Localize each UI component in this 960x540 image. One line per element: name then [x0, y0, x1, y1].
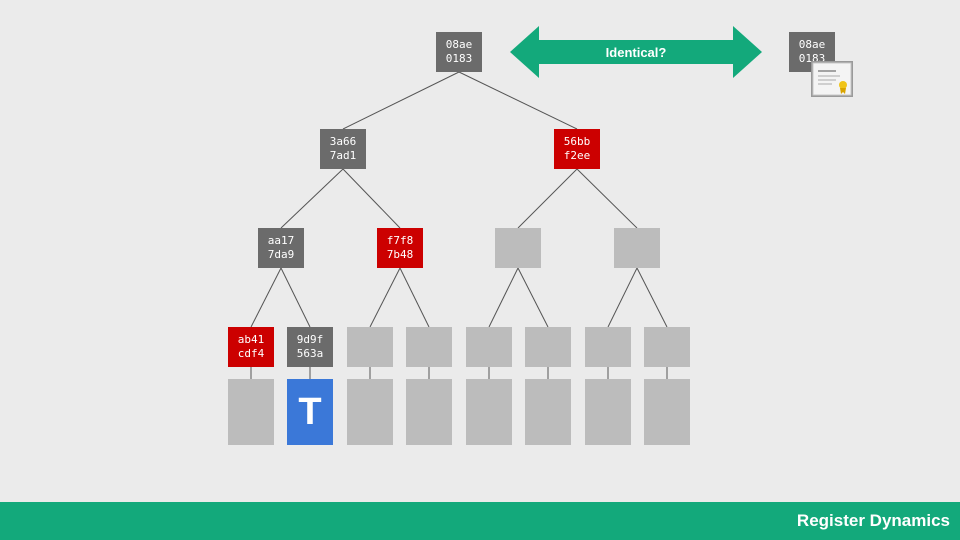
edge: [488, 267, 519, 328]
edge: [399, 267, 430, 328]
empty-hash-node: [347, 327, 393, 367]
hash-line: f7f8: [386, 234, 414, 247]
edge: [636, 267, 668, 328]
edge: [342, 71, 460, 130]
hash-node-ab41: ab41 cdf4: [228, 327, 274, 367]
footer-bar: Register Dynamics: [0, 502, 960, 540]
data-leaf: [585, 379, 631, 445]
hash-line: 0183: [445, 52, 473, 65]
empty-hash-node: [406, 327, 452, 367]
hash-line: 56bb: [563, 135, 591, 148]
data-leaf: [525, 379, 571, 445]
edge: [607, 267, 638, 328]
data-leaf: [347, 379, 393, 445]
edge: [576, 168, 638, 229]
hash-line: 7da9: [267, 248, 295, 261]
data-leaf: [228, 379, 274, 445]
hash-line: f2ee: [563, 149, 591, 162]
hash-line: 7b48: [386, 248, 414, 261]
edge: [280, 267, 311, 328]
edge: [342, 168, 401, 229]
empty-hash-node: [614, 228, 660, 268]
edge: [280, 168, 344, 229]
edge: [517, 168, 578, 229]
data-leaf: [466, 379, 512, 445]
identical-label: Identical?: [605, 44, 667, 60]
hash-line: 08ae: [798, 38, 826, 51]
empty-hash-node: [644, 327, 690, 367]
certificate-icon: [811, 61, 853, 97]
edge: [517, 267, 549, 328]
hash-line: 08ae: [445, 38, 473, 51]
data-leaf: [644, 379, 690, 445]
target-leaf: T: [287, 379, 333, 445]
empty-hash-node: [585, 327, 631, 367]
hash-node-9d9f: 9d9f 563a: [287, 327, 333, 367]
empty-hash-node: [495, 228, 541, 268]
hash-line: 7ad1: [329, 149, 357, 162]
empty-hash-node: [525, 327, 571, 367]
hash-node-3a66: 3a66 7ad1: [320, 129, 366, 169]
identical-double-arrow: [510, 26, 762, 78]
hash-node-f7f8: f7f8 7b48: [377, 228, 423, 268]
edge: [458, 71, 578, 130]
hash-line: aa17: [267, 234, 295, 247]
hash-line: ab41: [237, 333, 265, 346]
edge: [369, 267, 401, 328]
hash-node-56bb: 56bb f2ee: [554, 129, 600, 169]
empty-hash-node: [466, 327, 512, 367]
root-hash-node: 08ae 0183: [436, 32, 482, 72]
hash-line: 9d9f: [296, 333, 324, 346]
data-leaf: [406, 379, 452, 445]
hash-line: 563a: [296, 347, 324, 360]
hash-node-aa17: aa17 7da9: [258, 228, 304, 268]
edge: [250, 267, 282, 328]
hash-line: 3a66: [329, 135, 357, 148]
brand-name: Register Dynamics: [796, 511, 950, 530]
hash-line: cdf4: [237, 347, 265, 360]
